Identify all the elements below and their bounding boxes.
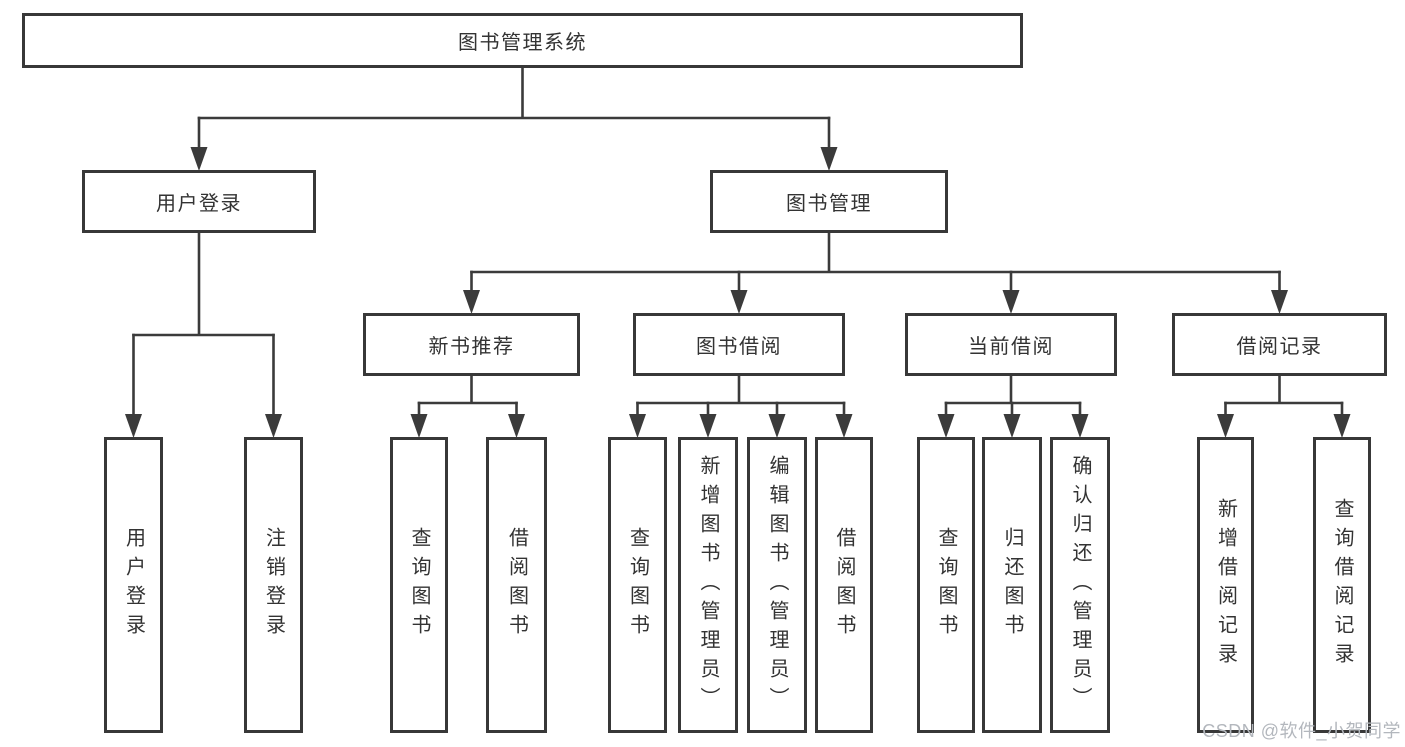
node-leaf-add-borrow-record: 新增借阅记录 (1197, 437, 1254, 733)
node-leaf-add-books-admin: 新增图书（管理员） (678, 437, 738, 733)
node-label: 归还图书 (1001, 527, 1023, 643)
node-leaf-query-borrow-record: 查询借阅记录 (1313, 437, 1371, 733)
node-label: 图书管理系统 (458, 32, 587, 54)
node-label: 编辑图书（管理员） (766, 454, 788, 716)
node-leaf-borrow-books: 借阅图书 (815, 437, 873, 733)
node-label: 查询借阅记录 (1331, 498, 1353, 672)
node-label: 查询图书 (626, 527, 649, 643)
node-book-management-module: 图书管理 (710, 170, 948, 233)
node-leaf-edit-books-admin: 编辑图书（管理员） (747, 437, 807, 733)
node-leaf-query-books: 查询图书 (608, 437, 667, 733)
node-current-borrowing: 当前借阅 (905, 313, 1117, 376)
node-label: 注销登录 (262, 527, 285, 643)
node-book-borrowing: 图书借阅 (633, 313, 845, 376)
node-leaf-confirm-return-admin: 确认归还（管理员） (1050, 437, 1110, 733)
node-label: 用户登录 (122, 527, 145, 643)
node-label: 图书借阅 (696, 336, 782, 358)
node-label: 新增图书（管理员） (697, 454, 719, 716)
node-label: 确认归还（管理员） (1069, 454, 1091, 716)
node-label: 当前借阅 (968, 336, 1054, 358)
node-user-login-module: 用户登录 (82, 170, 316, 233)
node-leaf-user-login: 用户登录 (104, 437, 163, 733)
node-leaf-query-books: 查询图书 (917, 437, 975, 733)
node-label: 查询图书 (408, 527, 430, 643)
node-label: 新书推荐 (428, 336, 515, 358)
node-leaf-logout: 注销登录 (244, 437, 303, 733)
node-library-management-system: 图书管理系统 (22, 13, 1023, 68)
node-borrowing-records: 借阅记录 (1172, 313, 1387, 376)
node-label: 图书管理 (786, 193, 872, 215)
watermark: CSDN @软件_小贺同学 (1202, 721, 1401, 741)
node-new-book-recommendation: 新书推荐 (363, 313, 580, 376)
node-label: 用户登录 (156, 193, 242, 215)
node-label: 新增借阅记录 (1214, 498, 1237, 672)
node-label: 借阅图书 (833, 527, 855, 643)
node-leaf-borrow-books: 借阅图书 (486, 437, 547, 733)
node-label: 查询图书 (935, 527, 957, 643)
node-label: 借阅记录 (1236, 336, 1323, 358)
node-leaf-return-books: 归还图书 (982, 437, 1042, 733)
node-label: 借阅图书 (505, 527, 528, 643)
node-leaf-query-books: 查询图书 (390, 437, 448, 733)
